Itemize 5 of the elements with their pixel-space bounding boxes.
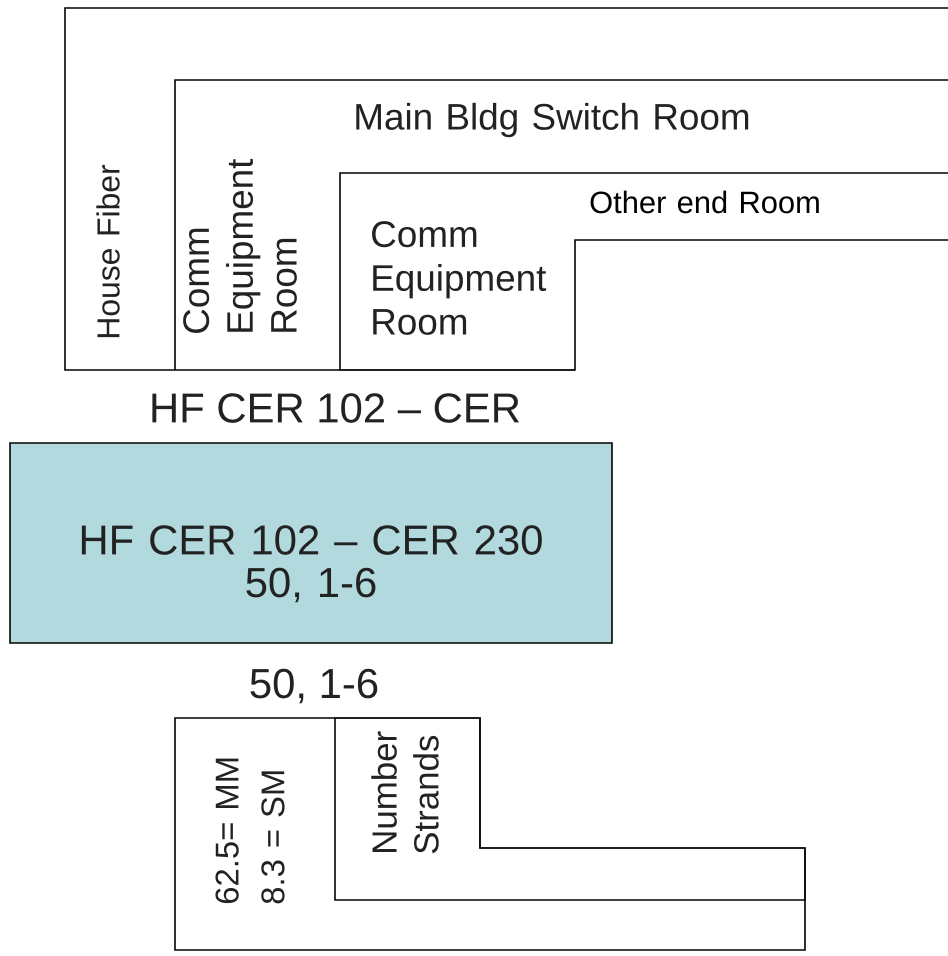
caption-text: 50, 1-6: [250, 668, 378, 704]
panel-outline: Number Strands: [334, 717, 806, 901]
caption-text: HF CER 102 – CER: [152, 393, 520, 423]
panel-outline: Comm Equipment Room Other end Room: [339, 172, 948, 371]
cable-box: HF CER 102 – CER 230 50, 1-6: [9, 442, 613, 644]
